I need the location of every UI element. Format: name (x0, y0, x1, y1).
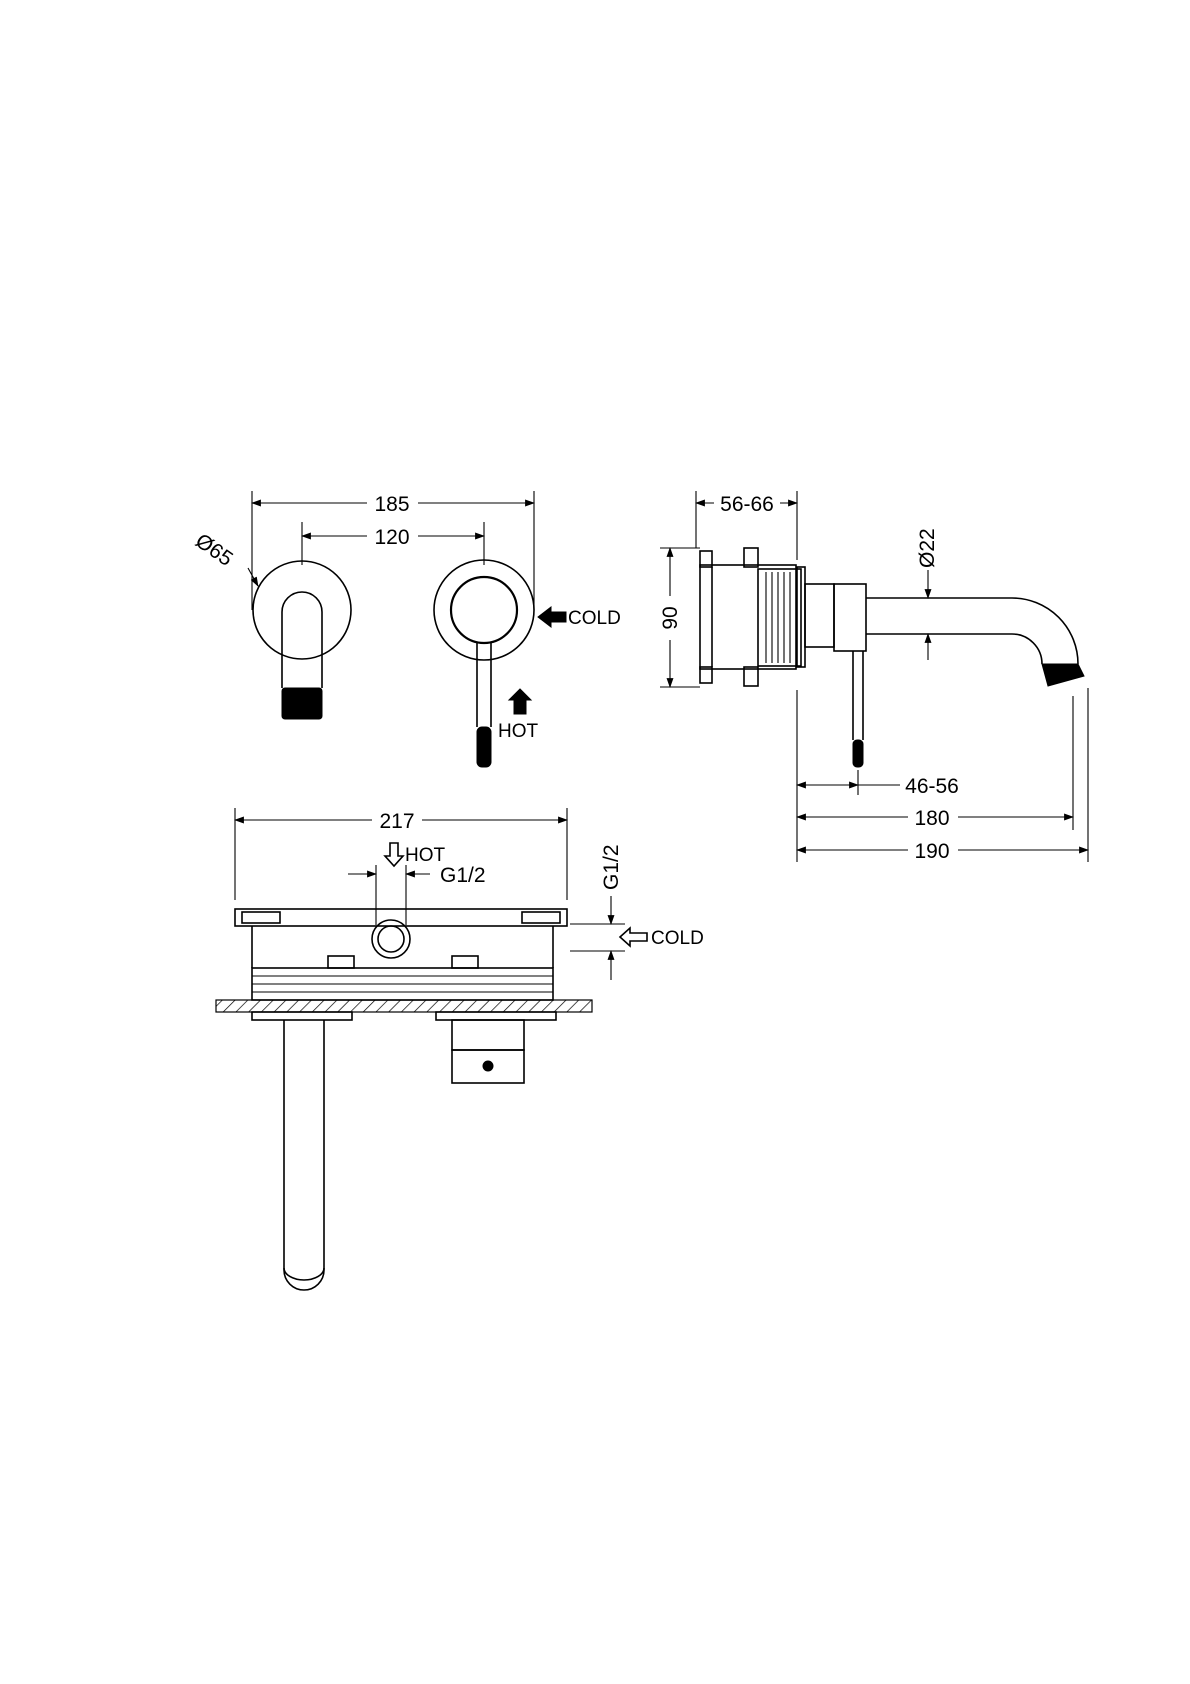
g12-label-hot: G1/2 (440, 864, 486, 887)
top-body (234, 908, 568, 1001)
top-cold-label: COLD (651, 928, 704, 949)
g12-label-cold: G1/2 (600, 844, 623, 890)
cold-left-arrow-icon (618, 926, 648, 948)
dim-label-185: 185 (374, 493, 409, 516)
dim-label-217: 217 (379, 810, 414, 833)
dim-label-d22: Ø22 (916, 528, 939, 568)
dimension-overall-projection: 190 (796, 840, 1089, 863)
dim-label-90: 90 (659, 606, 682, 629)
wall-section (215, 999, 593, 1013)
dimension-centres: 120 (301, 526, 485, 549)
dim-label-56-66: 56-66 (720, 493, 774, 516)
dimension-spout-diameter: Ø22 (916, 528, 939, 660)
dimension-overall-width: 185 (251, 493, 535, 516)
dim-label-46-56: 46-56 (905, 775, 959, 798)
top-hot-inlet-marker: HOT (383, 842, 446, 868)
top-view: 217 HOT G1/2 G1/2 COLD (215, 808, 704, 1291)
hot-arrow-icon (507, 688, 533, 715)
cold-label: COLD (568, 608, 621, 629)
thread-dimension-cold: G1/2 (570, 844, 625, 980)
top-cold-inlet-marker: COLD (618, 926, 704, 949)
hot-label: HOT (498, 721, 539, 742)
dimension-spout-reach: 180 (796, 807, 1074, 830)
dim-label-120: 120 (374, 526, 409, 549)
top-hot-label: HOT (405, 845, 446, 866)
dim-label-190: 190 (914, 840, 949, 863)
cold-inlet-marker: COLD (537, 605, 621, 629)
cold-arrow-icon (537, 605, 567, 629)
thread-lines (765, 572, 791, 663)
side-body (699, 547, 806, 687)
thread-dimension-hot: G1/2 (348, 864, 486, 925)
front-view: 185 120 Ø65 COLD (191, 491, 621, 768)
dim-label-d65: Ø65 (191, 529, 237, 571)
dim-label-180: 180 (914, 807, 949, 830)
side-view: 56-66 90 Ø22 (659, 491, 1089, 863)
mixer-front (433, 559, 535, 768)
handle-side (852, 651, 864, 768)
dimension-height: 90 (659, 547, 682, 688)
top-thread-lines (252, 975, 553, 993)
spout-front (252, 560, 352, 720)
dimension-plate-diameter: Ø65 (191, 529, 259, 587)
dimension-body-width: 217 (234, 810, 568, 833)
dimension-handle-offset: 46-56 (796, 775, 959, 798)
dimension-wall-depth: 56-66 (695, 493, 798, 516)
spout-side (804, 583, 1085, 687)
hot-inlet-marker: HOT (498, 688, 539, 742)
hot-down-arrow-icon (383, 842, 405, 868)
handle-top (435, 1011, 557, 1084)
spout-top (251, 1011, 353, 1291)
